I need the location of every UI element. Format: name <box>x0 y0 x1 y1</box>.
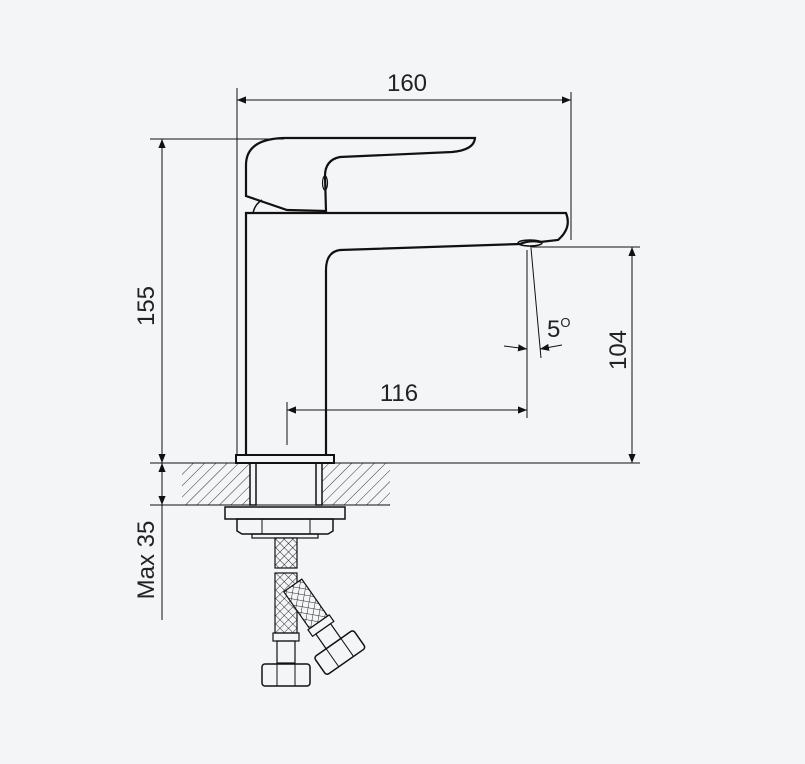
dimension-width-label: 160 <box>387 70 427 97</box>
dimension-spout-reach-label: 116 <box>380 380 418 407</box>
dimension-spout-height: 104 <box>530 246 640 463</box>
dimension-height: 155 <box>133 138 284 463</box>
mounting-nut-and-hoses <box>224 506 366 687</box>
dimension-max-thickness: Max 35 <box>133 463 166 620</box>
countertop-section <box>150 462 640 506</box>
faucet-body <box>235 211 569 464</box>
dimension-spout-reach: 116 <box>286 250 528 445</box>
dimension-spout-height-label: 104 <box>605 330 632 370</box>
faucet-lever <box>244 136 477 214</box>
dimension-angle-label: 5O <box>547 315 570 343</box>
dimension-height-label: 155 <box>133 286 160 326</box>
dimension-width: 160 <box>236 70 572 455</box>
dimension-angle: 5O <box>503 247 570 359</box>
dimension-max-thickness-label: Max 35 <box>133 521 160 600</box>
